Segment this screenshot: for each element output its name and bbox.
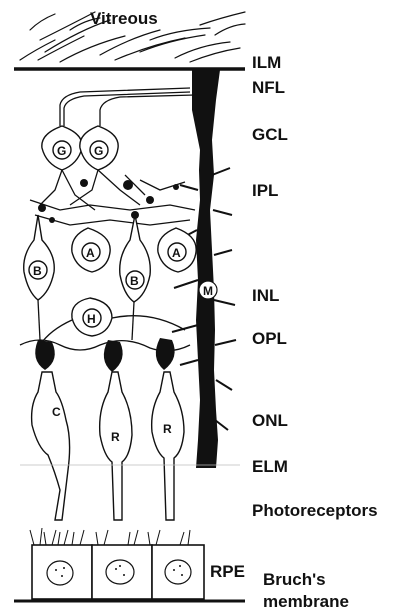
muller-letter: M <box>203 284 213 298</box>
label-nfl: NFL <box>252 79 285 96</box>
ipl-dendrites <box>30 170 195 225</box>
label-gcl: GCL <box>252 126 288 143</box>
bipolar-letter-2: B <box>130 274 139 288</box>
label-inl: INL <box>252 287 279 304</box>
label-rpe: RPE <box>210 563 245 580</box>
label-bruchs: Bruch's <box>263 571 326 588</box>
label-membrane: membrane <box>263 593 349 610</box>
label-ilm: ILM <box>252 54 281 71</box>
label-opl: OPL <box>252 330 287 347</box>
label-ipl: IPL <box>252 182 278 199</box>
label-elm: ELM <box>252 458 288 475</box>
bipolar-letter-1: B <box>33 264 42 278</box>
rod-letter-1: R <box>111 430 120 444</box>
label-vitreous: Vitreous <box>90 10 158 27</box>
amacrine-letter-1: A <box>86 246 95 260</box>
amacrine-letter-2: A <box>172 246 181 260</box>
ganglion-letter-2: G <box>94 144 103 158</box>
rpe-nuclei <box>47 560 191 585</box>
horizontal-letter: H <box>87 312 96 326</box>
photoreceptor-cells <box>32 372 184 520</box>
nerve-fibers <box>60 88 195 126</box>
rpe-microvilli <box>30 528 190 545</box>
muller-cell <box>192 70 220 468</box>
label-photoreceptors: Photoreceptors <box>252 502 378 519</box>
ganglion-letter-1: G <box>57 144 66 158</box>
horizontal-cell <box>40 298 185 345</box>
label-onl: ONL <box>252 412 288 429</box>
ganglion-cells <box>42 126 118 170</box>
cone-letter: C <box>52 405 61 419</box>
synapse-clusters <box>38 179 179 223</box>
rod-letter-2: R <box>163 422 172 436</box>
